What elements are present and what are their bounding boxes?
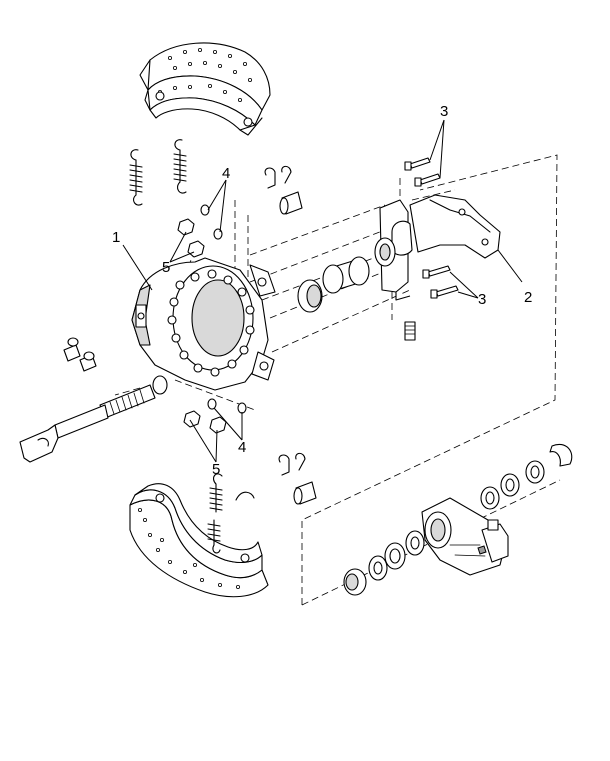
anchor-pin-clip-lower [278,452,317,505]
nuts-washers-upper [177,204,223,258]
callout-5-upper: 5 [162,259,170,276]
callout-3-lower: 3 [478,291,486,308]
return-springs-lower [207,473,255,554]
callout-2: 2 [524,289,532,306]
return-springs-upper [129,139,187,206]
cam-washers-left [343,530,425,596]
anchor-pins [63,337,97,372]
camshaft-bracket [374,194,501,301]
callout-1: 1 [112,229,120,246]
bracket-bolts [404,157,459,299]
brake-spider [131,257,276,391]
leader-lines [122,119,523,463]
grease-fitting [404,321,416,341]
nuts-washers-lower [183,398,247,434]
callout-4-upper: 4 [222,165,230,182]
slack-adjuster [421,497,509,576]
s-camshaft [19,375,168,463]
upper-brake-shoe [139,42,271,136]
cam-washers-right [480,444,573,510]
lower-brake-shoe [129,483,269,598]
anchor-pin-clip-upper [264,165,303,215]
callout-5-lower: 5 [212,461,220,478]
callout-3-upper: 3 [440,103,448,120]
callout-4-lower: 4 [238,439,246,456]
camshaft-bushings [297,256,370,313]
callout-labels: 1 2 3 3 4 4 5 5 [112,103,532,478]
